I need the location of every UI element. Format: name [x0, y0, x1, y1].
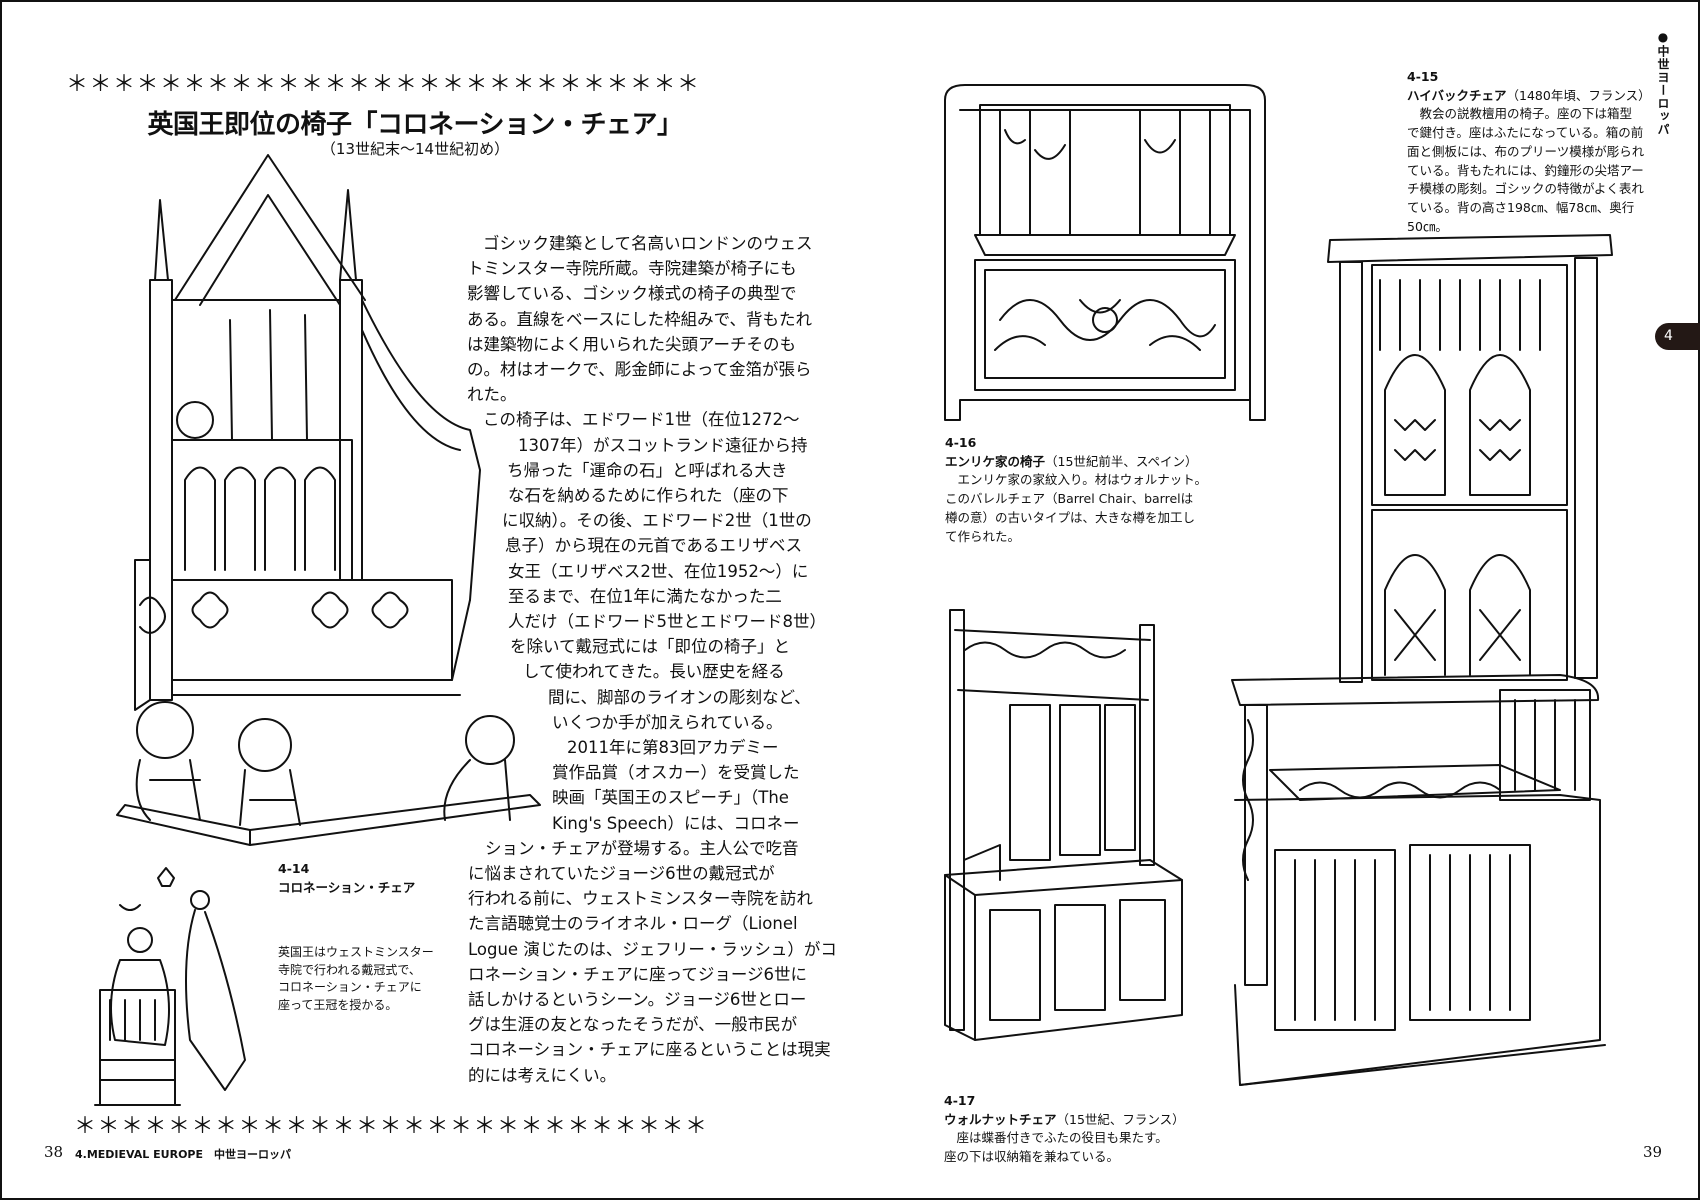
figure-meta: （1480年頃、フランス） — [1506, 87, 1651, 103]
coronation-scene-illustration — [94, 867, 246, 1106]
body-text-line: ロネーション・チェアに座ってジョージ6世に — [468, 964, 808, 984]
body-text-line: 2011年に第83回アカデミー — [567, 738, 779, 757]
figure-number: 4-14 — [278, 861, 310, 876]
high-back-chair-illustration — [1231, 234, 1613, 1086]
section-label-vertical: ●中世ヨーロッパ — [1656, 30, 1670, 136]
body-text-line: 的には考えにくい。 — [468, 1065, 617, 1085]
body-text-line: この椅子は、エドワード1世（在位1272～ — [483, 410, 800, 430]
asterisk-divider-top: ＊＊＊＊＊＊＊＊＊＊＊＊＊＊＊＊＊＊＊＊＊＊＊＊＊＊＊ — [66, 72, 701, 97]
body-text-line: Logue 演じたのは、ジェフリー・ラッシュ）がコ — [468, 939, 837, 959]
page-number-right: 39 — [1643, 1143, 1663, 1161]
body-text-line: 行われる前に、ウェストミンスター寺院を訪れ — [468, 889, 813, 909]
body-text-line: 間に、脚部のライオンの彫刻など、 — [548, 687, 811, 707]
asterisk-divider-bottom: ＊＊＊＊＊＊＊＊＊＊＊＊＊＊＊＊＊＊＊＊＊＊＊＊＊＊＊ — [74, 1114, 709, 1139]
body-text-line: 至るまで、在位1年に満たなかった二 — [508, 586, 782, 606]
chapter-tab[interactable]: 4 — [1655, 323, 1700, 350]
body-text-line: 息子）から現在の元首であるエリザベス — [505, 536, 803, 556]
figure-meta: （15世紀、フランス） — [1056, 1111, 1185, 1127]
figure-caption-4-15: 4-15 ハイバックチェア（1480年頃、フランス） 教会の説教檀用の椅子。座の… — [1407, 69, 1651, 234]
body-text-line: グは生涯の友となったそうだが、一般市民が — [468, 1015, 798, 1035]
body-text-line: コロネーション・チェアに座るということは現実 — [468, 1040, 831, 1060]
body-text-line: King's Speech）には、コロネー — [552, 813, 800, 833]
body-text-line: た言語聴覚士のライオネル・ローグ（Lionel — [468, 914, 798, 934]
inset-caption: 英国王はウェストミンスター 寺院で行われる戴冠式で、 コロネーション・チェアに … — [278, 945, 434, 1012]
figure-title: ハイバックチェア — [1407, 87, 1507, 103]
body-text-line: 1307年）がスコットランド遠征から持 — [518, 435, 808, 455]
body-text-line: いくつか手が加えられている。 — [552, 712, 783, 732]
body-text-line: な石を納めるために作られた（座の下 — [508, 486, 789, 505]
body-text-line: 映画「英国王のスピーチ」（The — [552, 788, 789, 808]
figure-title: ウォルナットチェア — [944, 1111, 1057, 1127]
body-text-line: れた。 — [467, 385, 517, 405]
page-subtitle: （13世紀末～14世紀初め） — [320, 140, 510, 158]
figure-title: コロネーション・チェア — [278, 879, 416, 895]
coronation-chair-illustration — [116, 154, 541, 846]
body-text-line: 話しかけるというシーン。ジョージ6世とロー — [468, 990, 807, 1009]
body-text-line: ゴシック建築として名高いロンドンのウェス — [483, 234, 813, 253]
body-text-line: の。材はオークで、彫金師によって金箔が張ら — [467, 360, 812, 379]
body-text-line: は建築物によく用いられた尖頭アーチそのも — [467, 334, 797, 354]
body-text-line: 女王（エリザベス2世、在位1952～）に — [508, 561, 809, 581]
figure-caption-4-17: 4-17 ウォルナットチェア（15世紀、フランス） 座は蝶番付きでふたの役目も果… — [944, 1093, 1185, 1165]
figure-caption-4-14: 4-14 コロネーション・チェア — [278, 860, 415, 897]
figure-caption-4-16: 4-16 エンリケ家の椅子（15世紀前半、スペイン） エンリケ家の家紋入り。材は… — [945, 435, 1208, 544]
body-text-line: ある。直線をベースにした枠組みで、背もたれ — [467, 309, 813, 329]
figure-number: 4-15 — [1407, 69, 1439, 84]
body-text-line: して使われてきた。長い歴史を経る — [523, 662, 785, 682]
body-text-line: に悩まされていたジョージ6世の戴冠式が — [468, 864, 775, 883]
body-text-line: ち帰った「運命の石」と呼ばれる大き — [507, 460, 788, 480]
body-text-line: ション・チェアが登場する。主人公で吃音 — [485, 838, 799, 858]
page-title: 英国王即位の椅子「コロネーション・チェア」 — [147, 110, 683, 140]
body-text-line: に収納）。その後、エドワード2世（1世の — [502, 511, 812, 531]
figure-meta: （15世紀前半、スペイン） — [1045, 453, 1198, 469]
figure-number: 4-16 — [945, 435, 977, 450]
body-text-line: 人だけ（エドワード5世とエドワード8世） — [508, 612, 826, 631]
body-text-line: 影響している、ゴシック様式の椅子の典型で — [467, 284, 797, 304]
body-text-line: トミンスター寺院所蔵。寺院建築が椅子にも — [467, 259, 797, 279]
barrel-chair-illustration — [944, 84, 1266, 421]
figure-title: エンリケ家の椅子 — [945, 453, 1046, 469]
page-number-left: 38 — [44, 1143, 64, 1161]
running-head: 4.MEDIEVAL EUROPE 中世ヨーロッパ — [75, 1148, 291, 1161]
walnut-chair-illustration — [944, 609, 1183, 1041]
body-text-line: を除いて戴冠式には「即位の椅子」と — [510, 637, 791, 657]
body-text-line: 賞作品賞（オスカー）を受賞した — [552, 763, 800, 783]
figure-number: 4-17 — [944, 1093, 976, 1108]
